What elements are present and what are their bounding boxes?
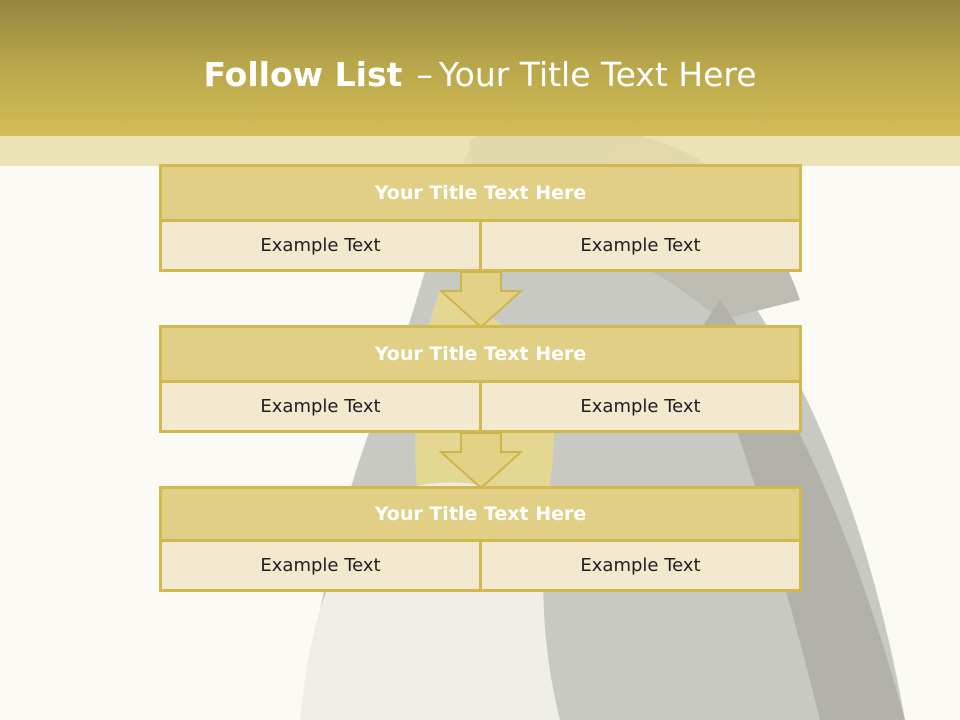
- slide-title-separator: –: [416, 55, 433, 94]
- block-title[interactable]: Your Title Text Here: [159, 486, 802, 542]
- down-arrow-icon: [439, 432, 523, 490]
- slide-title-rest: Your Title Text Here: [438, 55, 757, 94]
- block-cell-right[interactable]: Example Text: [479, 222, 799, 269]
- slide-title: Follow List–Your Title Text Here: [0, 50, 960, 100]
- block-cell-right[interactable]: Example Text: [479, 383, 799, 430]
- block-cell-left[interactable]: Example Text: [260, 396, 381, 417]
- block-row: Example Text Example Text: [159, 542, 802, 592]
- block-title[interactable]: Your Title Text Here: [159, 164, 802, 222]
- block-row: Example Text Example Text: [159, 222, 802, 272]
- list-block-1: Your Title Text Here Example Text Exampl…: [159, 164, 802, 272]
- list-block-2: Your Title Text Here Example Text Exampl…: [159, 325, 802, 433]
- block-row: Example Text Example Text: [159, 383, 802, 433]
- block-title[interactable]: Your Title Text Here: [159, 325, 802, 383]
- down-arrow-icon: [439, 271, 523, 329]
- block-cell-right[interactable]: Example Text: [479, 542, 799, 589]
- slide-title-bold: Follow List: [203, 55, 403, 94]
- block-cell-left[interactable]: Example Text: [260, 235, 381, 256]
- list-block-3: Your Title Text Here Example Text Exampl…: [159, 486, 802, 592]
- title-bar: [0, 0, 960, 136]
- title-underband: [0, 136, 960, 166]
- block-cell-left[interactable]: Example Text: [260, 555, 381, 576]
